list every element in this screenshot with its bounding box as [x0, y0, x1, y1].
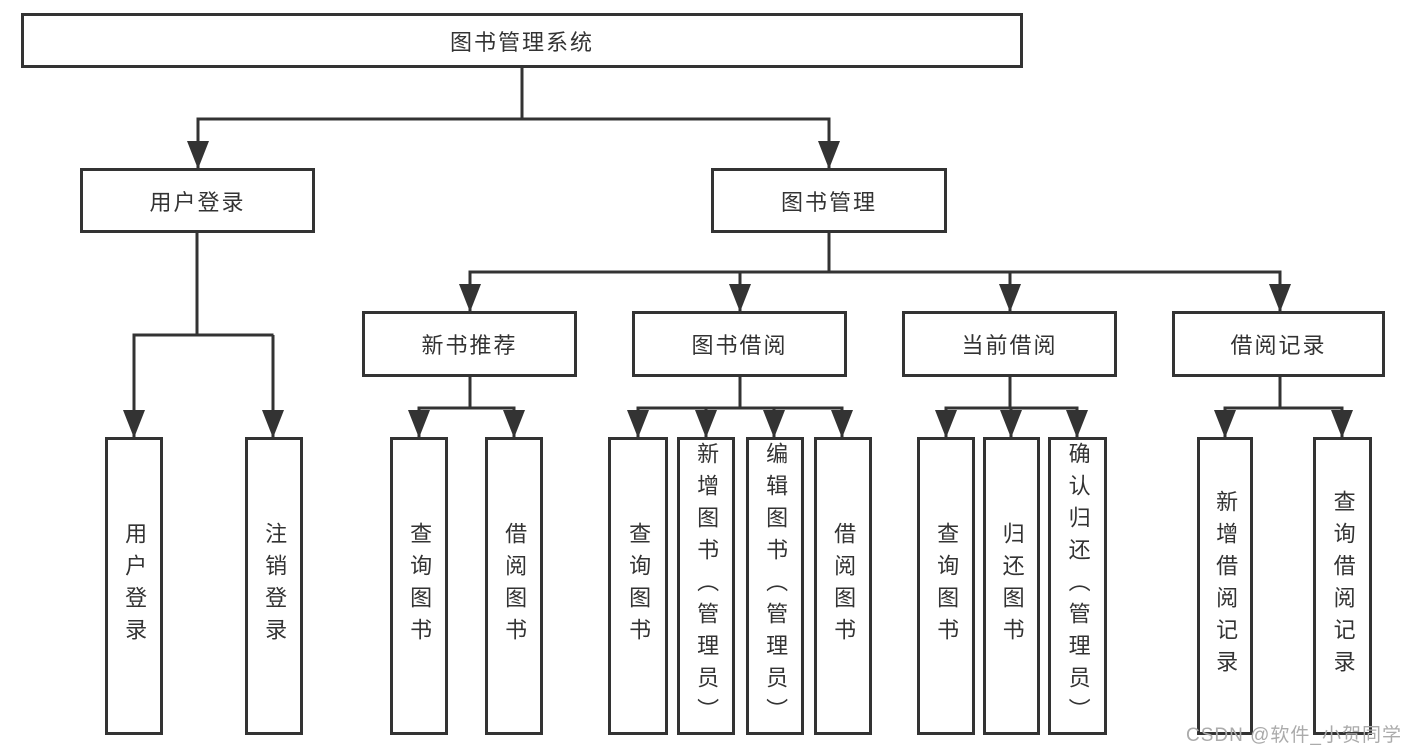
arrow-connectors: [123, 119, 1353, 438]
leaf-logout: 注销登录: [245, 437, 303, 735]
leaf-return-books: 归还图书: [983, 437, 1040, 735]
leaf-logout-label: 注销登录: [262, 522, 288, 650]
leaf-recommend-borrow-books: 借阅图书: [485, 437, 543, 735]
node-new-book-recommend-label: 新书推荐: [421, 333, 518, 358]
node-borrow-record: 借阅记录: [1172, 311, 1385, 377]
node-book-borrow-label: 图书借阅: [691, 333, 788, 358]
node-user-login: 用户登录: [80, 168, 315, 233]
node-user-login-label: 用户登录: [149, 189, 246, 215]
node-current-borrow: 当前借阅: [902, 311, 1117, 377]
leaf-user-login-label: 用户登录: [122, 522, 148, 650]
leaf-borrow-books: 借阅图书: [814, 437, 872, 735]
node-new-book-recommend: 新书推荐: [362, 311, 577, 377]
leaf-current-query-books: 查询图书: [917, 437, 975, 735]
csdn-watermark: CSDN @软件_小贺同学: [1186, 725, 1402, 746]
node-borrow-record-label: 借阅记录: [1230, 333, 1327, 358]
leaf-current-query-books-label: 查询图书: [934, 522, 960, 650]
node-book-borrow: 图书借阅: [632, 311, 847, 377]
leaf-add-books-admin-label: 新增图书（管理员）: [694, 442, 720, 730]
leaf-edit-books-admin-label: 编辑图书（管理员）: [763, 442, 789, 730]
node-book-management: 图书管理: [711, 168, 947, 233]
leaf-recommend-borrow-books-label: 借阅图书: [502, 522, 528, 650]
leaf-confirm-return-admin-label: 确认归还（管理员）: [1065, 442, 1091, 730]
leaf-user-login: 用户登录: [105, 437, 163, 735]
leaf-add-borrow-record-label: 新增借阅记录: [1213, 490, 1239, 682]
leaf-recommend-query-books: 查询图书: [390, 437, 448, 735]
leaf-return-books-label: 归还图书: [999, 522, 1025, 650]
leaf-add-borrow-record: 新增借阅记录: [1197, 437, 1253, 735]
leaf-borrow-books-label: 借阅图书: [831, 522, 857, 650]
leaf-recommend-query-books-label: 查询图书: [407, 522, 433, 650]
leaf-query-borrow-record: 查询借阅记录: [1313, 437, 1372, 735]
leaf-add-books-admin: 新增图书（管理员）: [677, 437, 735, 735]
node-root: 图书管理系统: [21, 13, 1023, 68]
leaf-query-borrow-record-label: 查询借阅记录: [1330, 490, 1356, 682]
node-current-borrow-label: 当前借阅: [961, 333, 1058, 358]
node-book-management-label: 图书管理: [780, 189, 877, 215]
leaf-borrow-query-books: 查询图书: [608, 437, 668, 735]
leaf-confirm-return-admin: 确认归还（管理员）: [1048, 437, 1107, 735]
leaf-edit-books-admin: 编辑图书（管理员）: [746, 437, 804, 735]
node-root-label: 图书管理系统: [449, 29, 594, 55]
plain-connectors: [132, 68, 1344, 410]
leaf-borrow-query-books-label: 查询图书: [626, 522, 652, 650]
